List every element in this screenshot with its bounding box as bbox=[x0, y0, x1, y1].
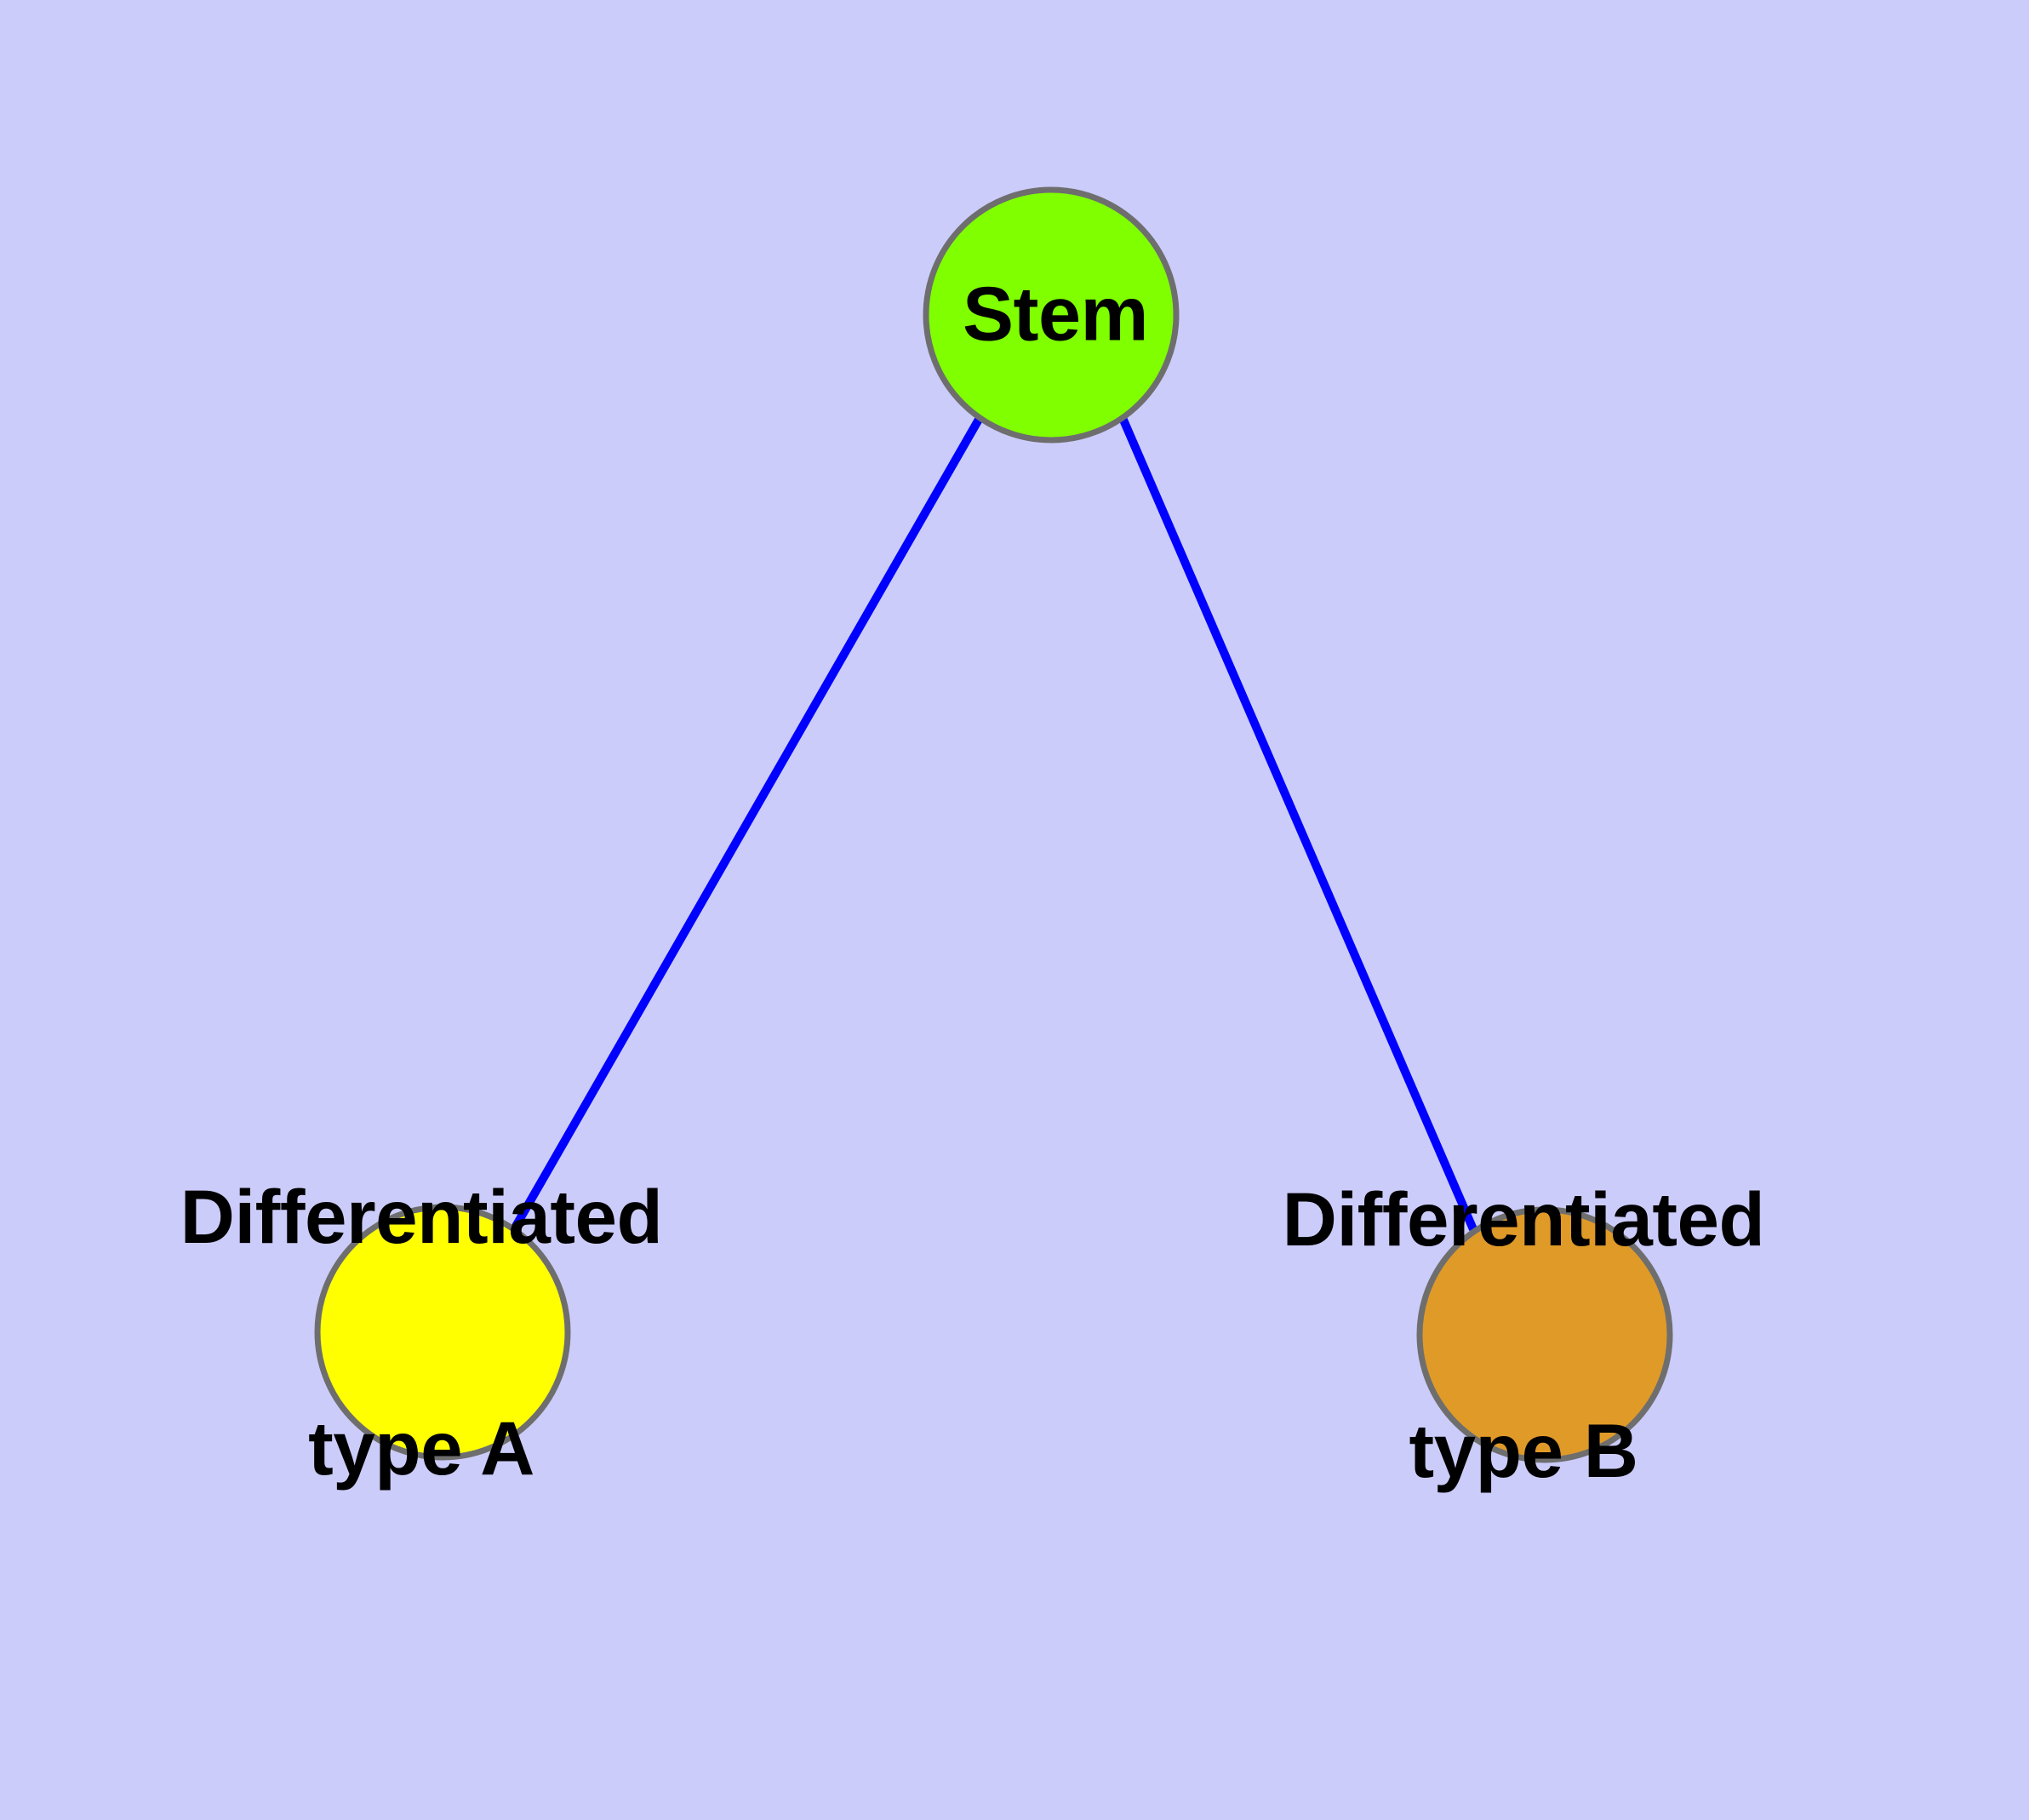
node-stem-circle[interactable] bbox=[923, 186, 1180, 444]
node-diff-a-circle[interactable] bbox=[314, 1204, 571, 1461]
edge-layer bbox=[510, 415, 1477, 1232]
edge-stem-to-diff-a bbox=[510, 415, 984, 1232]
edge-stem-to-diff-b bbox=[1118, 416, 1477, 1231]
node-diff-b-circle[interactable] bbox=[1416, 1206, 1673, 1463]
node-layer bbox=[314, 186, 1673, 1463]
